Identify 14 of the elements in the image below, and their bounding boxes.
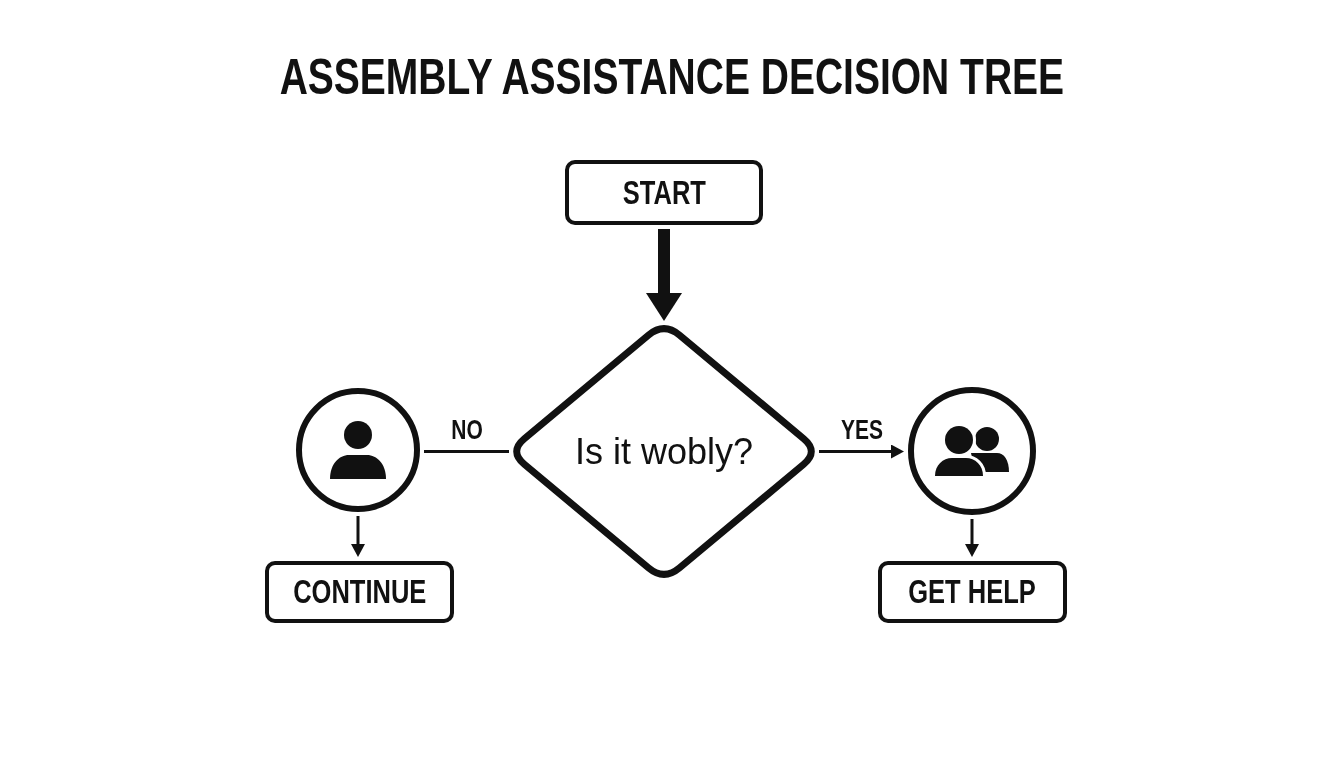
start-box — [565, 160, 763, 225]
outcome-label: CONTINUE — [292, 572, 427, 612]
outcome-box — [878, 561, 1067, 623]
arrow — [965, 519, 979, 557]
diagram-title: ASSEMBLY ASSISTANCE DECISION TREE — [279, 50, 1065, 105]
arrow — [351, 516, 365, 557]
start-label: START — [622, 172, 706, 213]
thick-arrow — [646, 229, 682, 321]
decision-diamond — [513, 325, 815, 578]
outcome-box — [265, 561, 454, 623]
arrow — [819, 444, 904, 459]
connector-line — [424, 450, 509, 453]
question-text: Is it wobly? — [574, 430, 754, 473]
outcome-label: GET HELP — [908, 572, 1037, 612]
